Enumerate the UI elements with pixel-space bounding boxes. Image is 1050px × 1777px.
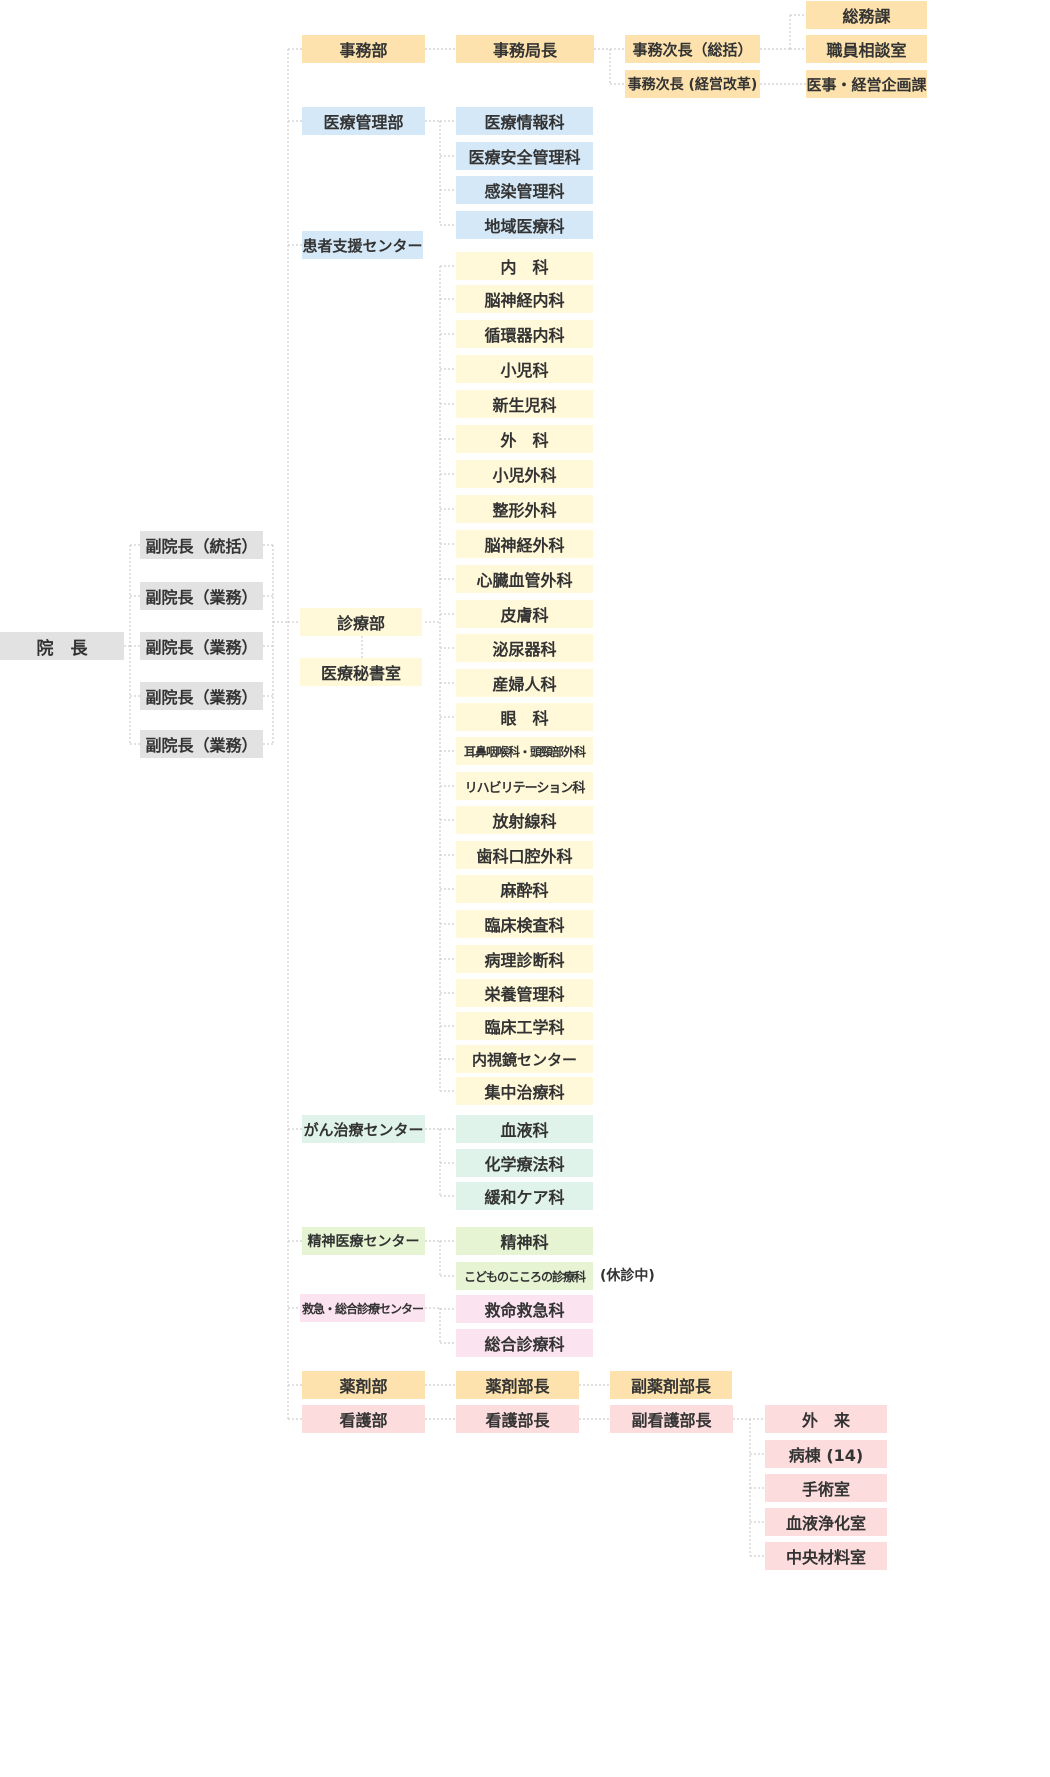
nursing-chief-box: 看護部長: [456, 1405, 579, 1433]
general-affairs-box: 総務課: [806, 1, 927, 29]
outpatient-box: 外 来: [765, 1405, 887, 1433]
pharmacy-deputy-box: 副薬剤部長: [610, 1371, 732, 1399]
dept-pediatric-surgery-box: 小児外科: [456, 460, 593, 488]
dept-internal-box: 内 科: [456, 252, 593, 280]
central-supply-box: 中央材料室: [765, 1542, 887, 1570]
dept-neonatology-box: 新生児科: [456, 390, 593, 418]
cancer-center-box: がん治療センター: [302, 1115, 425, 1143]
staff-consultation-box: 職員相談室: [806, 35, 927, 63]
dialysis-box: 血液浄化室: [765, 1508, 887, 1536]
med-mgmt-dept-box: 医療管理部: [302, 107, 425, 135]
community-med-box: 地域医療科: [456, 211, 593, 239]
nursing-deputy-box: 副看護部長: [610, 1405, 733, 1433]
dept-intensive-care-box: 集中治療科: [456, 1077, 593, 1105]
med-safety-box: 医療安全管理科: [456, 142, 593, 170]
pharmacy-chief-box: 薬剤部長: [456, 1371, 579, 1399]
psychiatry-box: 精神科: [456, 1227, 593, 1255]
dept-urology-box: 泌尿器科: [456, 634, 593, 662]
admin-deputy-general-box: 事務次長（総括）: [625, 35, 760, 63]
child-psych-suspended-note: (休診中): [600, 1268, 655, 1284]
dept-cardiology-box: 循環器内科: [456, 320, 593, 348]
dept-radiology-box: 放射線科: [456, 806, 593, 834]
vp-general-box: 副院長（統括）: [140, 531, 263, 559]
infection-control-box: 感染管理科: [456, 176, 593, 204]
vp-business-box: 副院長（業務）: [140, 632, 263, 660]
operating-room-box: 手術室: [765, 1474, 887, 1502]
psych-center-box: 精神医療センター: [302, 1227, 425, 1255]
admin-deputy-reform-box: 事務次長 (経営改革): [625, 70, 760, 98]
dept-pediatrics-box: 小児科: [456, 355, 593, 383]
palliative-box: 緩和ケア科: [456, 1182, 593, 1210]
admin-dept-box: 事務部: [302, 35, 425, 63]
vp-business-box: 副院長（業務）: [140, 582, 263, 610]
dept-pathology-box: 病理診断科: [456, 945, 593, 973]
chemotherapy-box: 化学療法科: [456, 1149, 593, 1177]
emergency-center-box: 救急・総合診療センター: [300, 1294, 425, 1322]
medical-planning-box: 医事・経営企画課: [806, 70, 927, 98]
dept-rehabilitation-box: リハビリテーション科: [456, 772, 593, 800]
dept-neurology-box: 脳神経内科: [456, 285, 593, 313]
dept-endoscopy-box: 内視鏡センター: [456, 1045, 593, 1073]
vp-business-box: 副院長（業務）: [140, 682, 263, 710]
dept-cardiovascular-surgery-box: 心臓血管外科: [456, 565, 593, 593]
pharmacy-dept-box: 薬剤部: [302, 1371, 425, 1399]
general-medicine-box: 総合診療科: [456, 1329, 593, 1357]
med-secretary-box: 医療秘書室: [300, 658, 422, 686]
vp-business-box: 副院長（業務）: [140, 730, 263, 758]
dept-ophthalmology-box: 眼 科: [456, 703, 593, 731]
med-info-box: 医療情報科: [456, 107, 593, 135]
dept-nutrition-box: 栄養管理科: [456, 979, 593, 1007]
dept-anesthesiology-box: 麻酔科: [456, 875, 593, 903]
dept-dermatology-box: 皮膚科: [456, 600, 593, 628]
dept-orthopedics-box: 整形外科: [456, 495, 593, 523]
nursing-dept-box: 看護部: [302, 1405, 425, 1433]
dept-ent-box: 耳鼻咽喉科・頭頸部外科: [456, 737, 593, 765]
hematology-box: 血液科: [456, 1115, 593, 1143]
dept-clinical-lab-box: 臨床検査科: [456, 910, 593, 938]
dept-obgyn-box: 産婦人科: [456, 669, 593, 697]
director-box: 院 長: [0, 632, 124, 660]
wards-box: 病棟 (14): [765, 1440, 887, 1468]
admin-chief-box: 事務局長: [456, 35, 594, 63]
dept-oral-surgery-box: 歯科口腔外科: [456, 841, 593, 869]
dept-clinical-engineering-box: 臨床工学科: [456, 1012, 593, 1040]
clinical-dept-box: 診療部: [300, 608, 422, 636]
emergency-box: 救命救急科: [456, 1295, 593, 1323]
dept-neurosurgery-box: 脳神経外科: [456, 530, 593, 558]
child-psych-box: こどものこころの診療科: [456, 1262, 593, 1290]
dept-surgery-box: 外 科: [456, 425, 593, 453]
patient-support-box: 患者支援センター: [302, 231, 423, 259]
